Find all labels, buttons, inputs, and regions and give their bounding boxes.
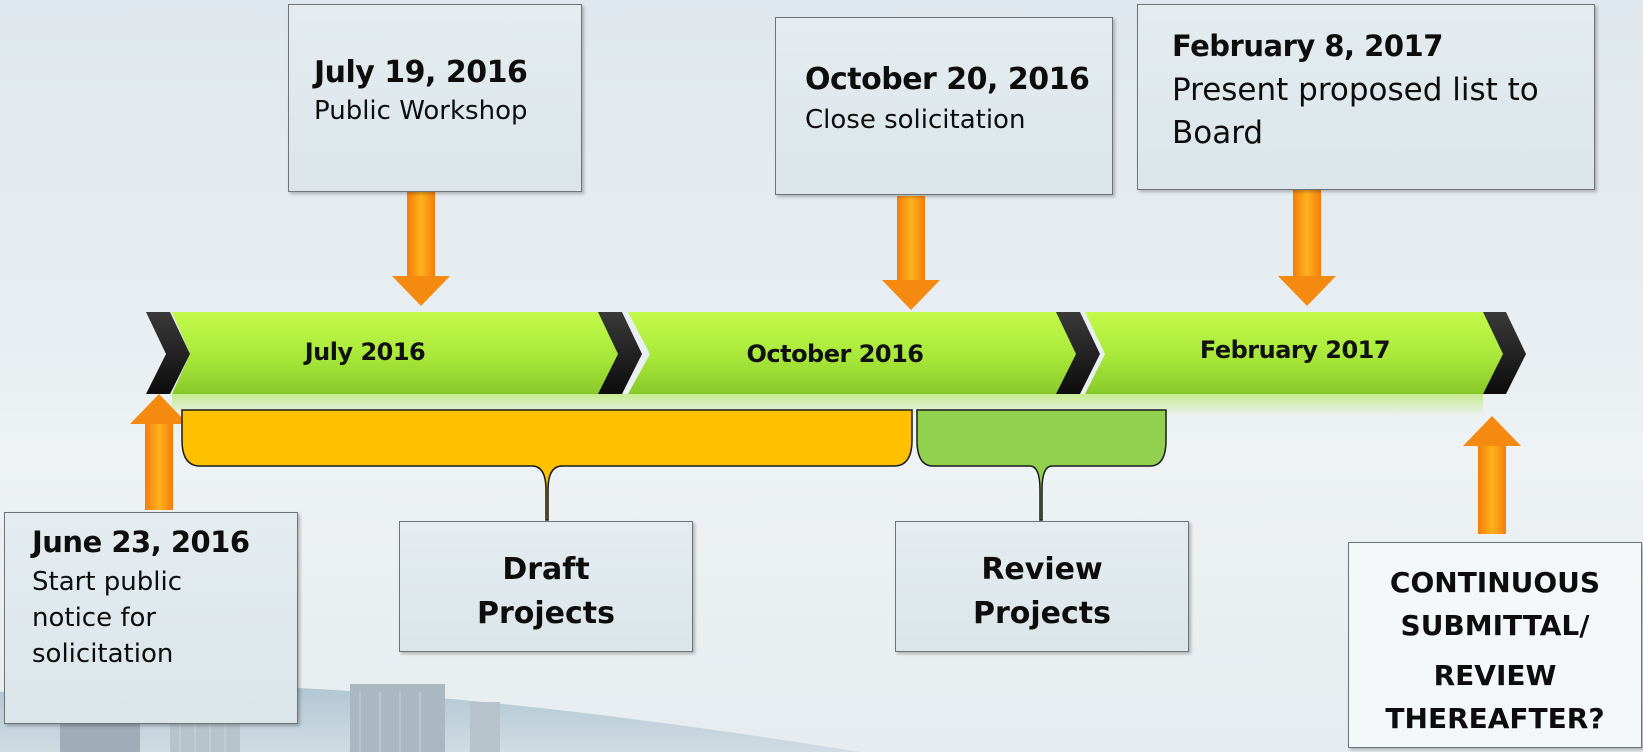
timeline-segment-2 <box>628 312 1080 394</box>
phase-label-line: Projects <box>972 595 1111 631</box>
up-arrow-continuous <box>1463 416 1521 534</box>
down-arrow-2 <box>882 196 940 310</box>
timeline-bar <box>172 312 1506 416</box>
milestone-callout-october-20: October 20, 2016 Close solicitation <box>775 17 1113 195</box>
chevron-4 <box>1483 312 1526 394</box>
milestone-date: June 23, 2016 <box>32 525 250 559</box>
milestone-callout-february-8: February 8, 2017 Present proposed list t… <box>1137 4 1595 190</box>
milestone-callout-july-19: July 19, 2016 Public Workshop <box>288 4 582 192</box>
timeline-label-october-2016: October 2016 <box>746 340 924 368</box>
chevron-1 <box>146 312 190 394</box>
milestone-callout-june-23: June 23, 2016 Start public notice for so… <box>4 512 298 724</box>
phase-label-line: Projects <box>476 595 615 631</box>
continuous-submittal-box: CONTINUOUS SUBMITTAL/ REVIEW THEREAFTER? <box>1348 542 1642 748</box>
down-arrow-3 <box>1278 190 1336 306</box>
timeline-segment-3 <box>1085 312 1506 394</box>
phase-label-line: Review <box>981 552 1103 587</box>
review-projects-label-box: Review Projects <box>895 521 1189 652</box>
milestone-date: February 8, 2017 <box>1172 29 1443 63</box>
timeline-label-july-2016: July 2016 <box>304 338 426 366</box>
down-arrow-1 <box>392 192 450 306</box>
milestone-description: Close solicitation <box>805 105 1026 135</box>
milestone-description: Public Workshop <box>314 96 528 126</box>
milestone-date: October 20, 2016 <box>805 62 1090 97</box>
phase-label-line: Draft <box>502 552 590 587</box>
milestone-description: Start public notice for solicitation <box>32 567 183 669</box>
chevron-2 <box>598 312 642 394</box>
up-arrow-start <box>130 394 188 510</box>
continuous-line: REVIEW <box>1433 658 1557 692</box>
milestone-description: Present proposed list to Board <box>1172 72 1539 152</box>
review-projects-bracket <box>916 409 1167 521</box>
milestone-date: July 19, 2016 <box>314 55 528 90</box>
timeline-label-february-2017: February 2017 <box>1199 336 1391 364</box>
continuous-line: SUBMITTAL/ <box>1400 609 1590 643</box>
chevron-3 <box>1056 312 1100 394</box>
draft-projects-bracket <box>181 409 913 521</box>
continuous-line: THEREAFTER? <box>1385 702 1605 736</box>
draft-projects-label-box: Draft Projects <box>399 521 693 652</box>
timeline-chevrons <box>146 312 1526 394</box>
continuous-line: CONTINUOUS <box>1389 566 1601 599</box>
timeline-segment-1 <box>172 312 625 394</box>
